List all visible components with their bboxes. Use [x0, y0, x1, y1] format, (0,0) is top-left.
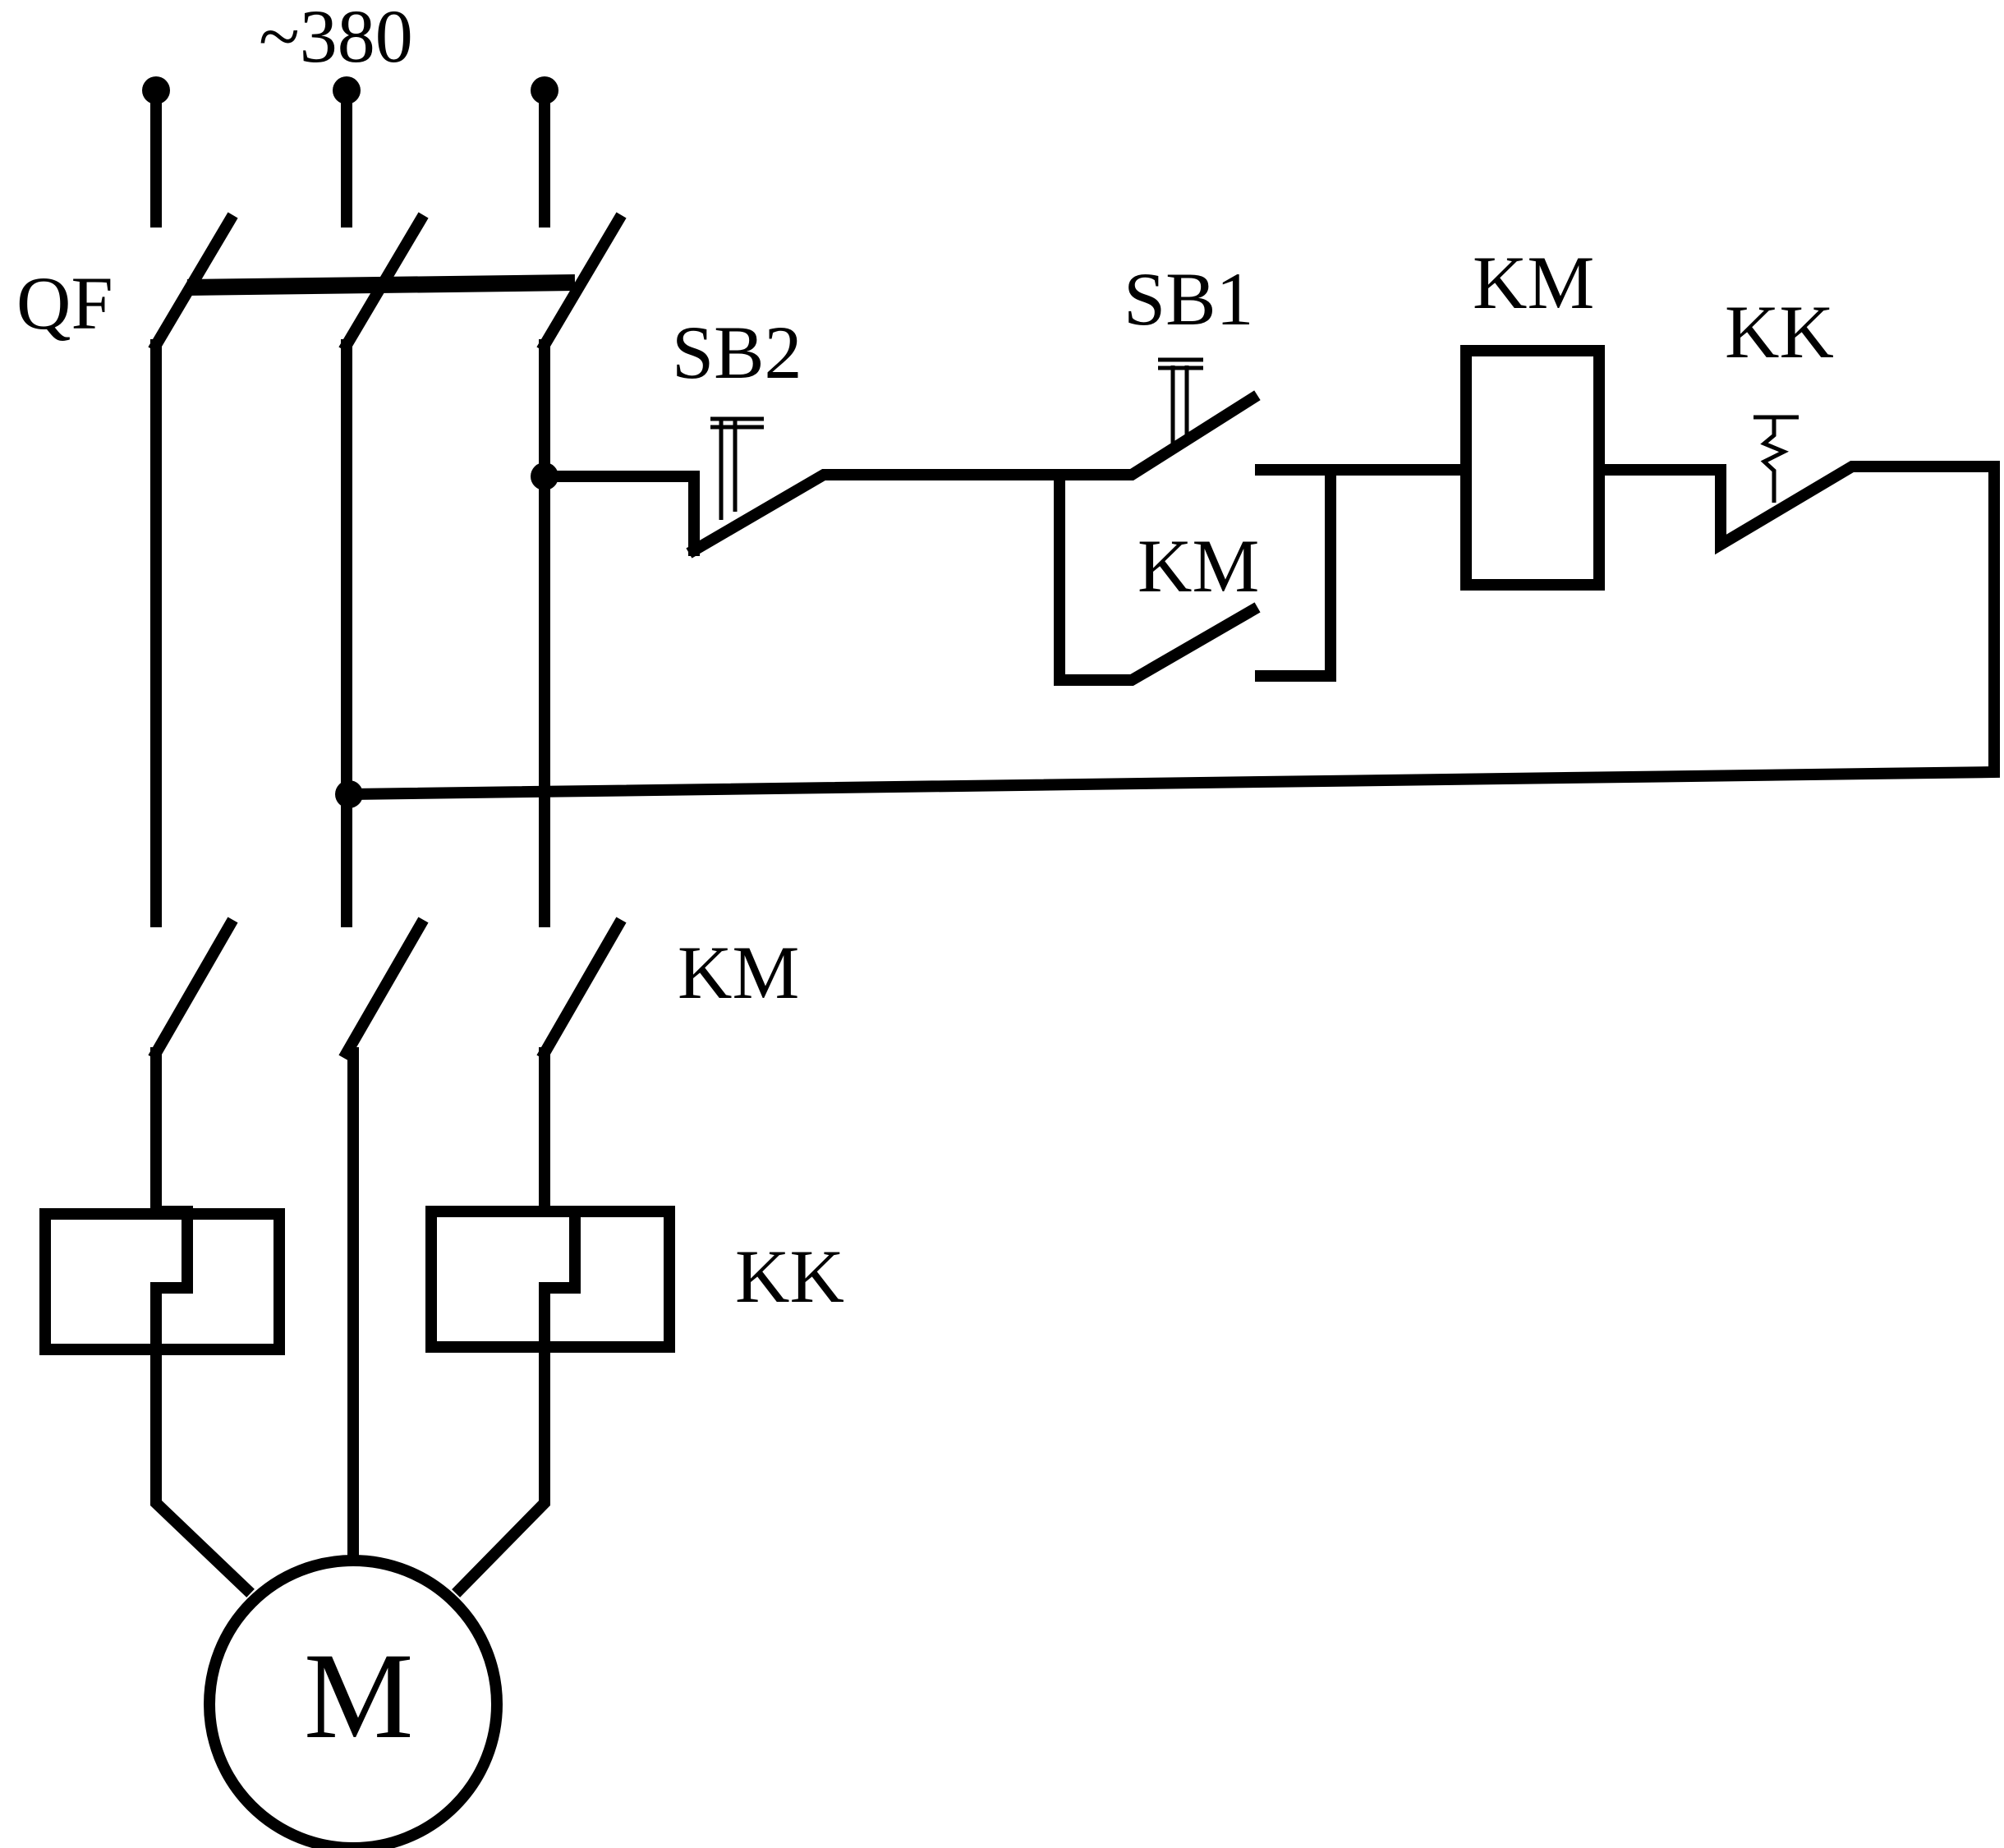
overload-contact-label: KK [1725, 290, 1834, 374]
breaker-qf [148, 212, 627, 353]
thermal-element-l3 [425, 1206, 675, 1353]
breaker-label: QF [16, 261, 113, 345]
coil-km [1460, 345, 1605, 591]
thermal-element-l1 [39, 1208, 285, 1355]
supply-voltage-label: ~380 [259, 0, 413, 78]
phase-conductors [150, 339, 550, 927]
motor [204, 1555, 503, 1848]
motor-label: M [304, 1628, 413, 1764]
overload-relay-kk [39, 1206, 675, 1355]
start-button-label: SB1 [1124, 257, 1254, 341]
supply-terminals [142, 76, 558, 228]
stop-button-label: SB2 [672, 310, 802, 394]
main-contacts-km [148, 917, 627, 1061]
main-contacts-label: KM [678, 931, 799, 1014]
coil-label: KM [1473, 241, 1594, 324]
motor-circle [204, 1555, 503, 1848]
control-circuit [335, 345, 2000, 808]
overload-relay-label: KK [735, 1234, 844, 1318]
labels: ~380 QF SB2 SB1 KM KK KM KM KK M [16, 0, 1834, 1764]
motor-feed [150, 1047, 581, 1597]
holding-contact-label: KM [1138, 524, 1259, 608]
